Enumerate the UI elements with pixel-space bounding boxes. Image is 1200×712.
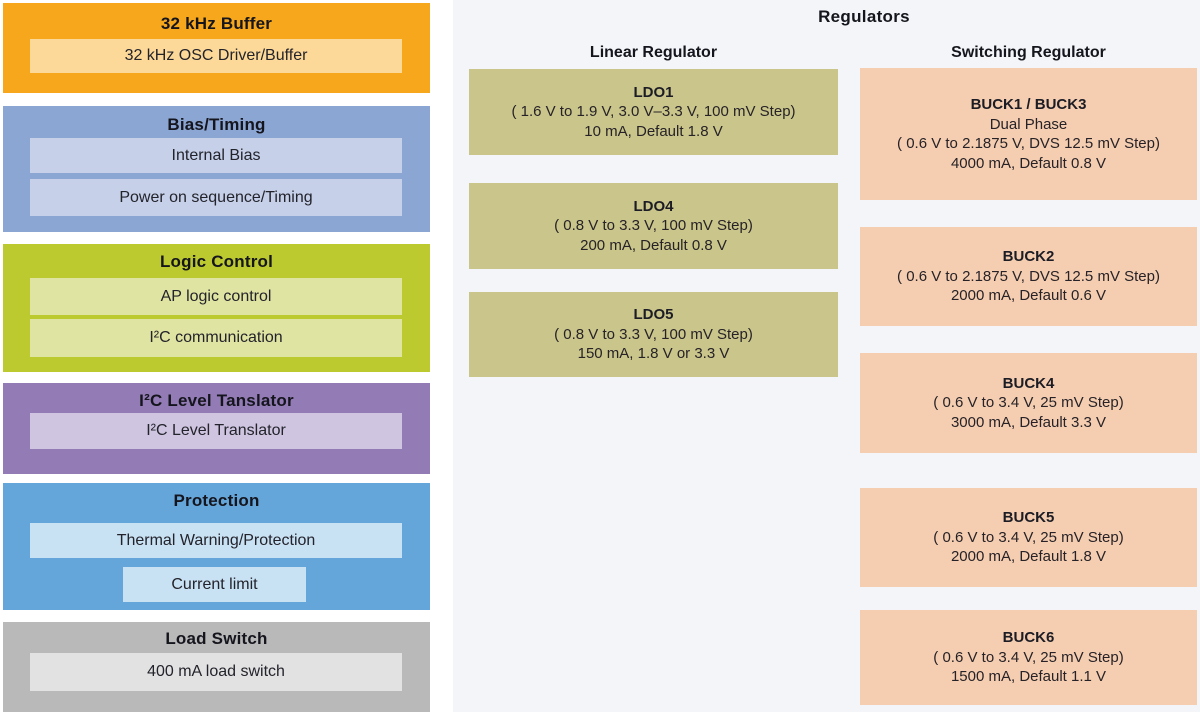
regulator-spec-line: ( 0.6 V to 3.4 V, 25 mV Step) bbox=[933, 648, 1124, 666]
block-title: Load Switch bbox=[165, 629, 268, 648]
regulator-spec-line: 200 mA, Default 0.8 V bbox=[580, 236, 727, 254]
regulator-spec-line: 3000 mA, Default 3.3 V bbox=[950, 413, 1107, 431]
regulator-spec-line: Dual Phase bbox=[989, 115, 1068, 133]
block-item: 400 mA load switch bbox=[30, 653, 402, 691]
regulator-name: LDO4 bbox=[633, 197, 674, 215]
block-load-switch: Load Switch 400 mA load switch bbox=[3, 622, 430, 712]
block-item: I²C Level Translator bbox=[30, 413, 402, 449]
regulator-block-ldo5: LDO5 ( 0.8 V to 3.3 V, 100 mV Step) 150 … bbox=[469, 292, 838, 377]
linear-regulator-header: Linear Regulator bbox=[589, 44, 718, 61]
block-title: Protection bbox=[173, 491, 260, 510]
block-title: I²C Level Tanslator bbox=[139, 391, 294, 410]
block-item: I²C communication bbox=[30, 319, 402, 357]
regulator-spec-line: 2000 mA, Default 1.8 V bbox=[950, 548, 1107, 566]
regulators-title: Regulators bbox=[818, 7, 910, 26]
regulator-name: BUCK6 bbox=[1002, 629, 1055, 647]
block-item: Power on sequence/Timing bbox=[30, 179, 402, 216]
regulator-block-buck6: BUCK6 ( 0.6 V to 3.4 V, 25 mV Step) 1500… bbox=[860, 610, 1197, 705]
block-bias-timing: Bias/Timing Internal Bias Power on seque… bbox=[3, 106, 430, 232]
block-i2c-level-translator: I²C Level Tanslator I²C Level Translator bbox=[3, 383, 430, 474]
block-protection: Protection Thermal Warning/Protection Cu… bbox=[3, 483, 430, 610]
regulator-spec-line: ( 0.6 V to 2.1875 V, DVS 12.5 mV Step) bbox=[897, 267, 1160, 285]
block-title: 32 kHz Buffer bbox=[160, 14, 273, 33]
regulator-name: LDO1 bbox=[633, 83, 674, 101]
regulator-name: BUCK4 bbox=[1002, 374, 1055, 392]
block-item: 32 kHz OSC Driver/Buffer bbox=[30, 39, 402, 73]
regulator-spec-line: 2000 mA, Default 0.6 V bbox=[950, 287, 1107, 305]
regulator-spec-line: 4000 mA, Default 0.8 V bbox=[950, 154, 1107, 172]
regulator-block-buck4: BUCK4 ( 0.6 V to 3.4 V, 25 mV Step) 3000… bbox=[860, 353, 1197, 453]
regulator-spec-line: 10 mA, Default 1.8 V bbox=[584, 122, 723, 140]
regulator-name: BUCK5 bbox=[1002, 509, 1055, 527]
regulator-name: BUCK2 bbox=[1002, 248, 1055, 266]
block-item: Thermal Warning/Protection bbox=[30, 523, 402, 558]
regulator-spec-line: ( 0.6 V to 2.1875 V, DVS 12.5 mV Step) bbox=[897, 135, 1160, 152]
regulator-name: BUCK1 / BUCK3 bbox=[970, 96, 1087, 113]
block-32khz-buffer: 32 kHz Buffer 32 kHz OSC Driver/Buffer bbox=[3, 3, 430, 93]
block-title: Logic Control bbox=[159, 252, 274, 271]
regulator-block-buck5: BUCK5 ( 0.6 V to 3.4 V, 25 mV Step) 2000… bbox=[860, 488, 1197, 587]
block-item: Current limit bbox=[123, 567, 306, 602]
regulator-block-ldo4: LDO4 ( 0.8 V to 3.3 V, 100 mV Step) 200 … bbox=[469, 183, 838, 269]
block-logic-control: Logic Control AP logic control I²C commu… bbox=[3, 244, 430, 372]
block-item: Internal Bias bbox=[30, 138, 402, 173]
regulator-spec-line: ( 0.6 V to 3.4 V, 25 mV Step) bbox=[933, 394, 1124, 412]
switching-regulator-header: Switching Regulator bbox=[951, 44, 1106, 61]
regulator-spec-line: ( 1.6 V to 1.9 V, 3.0 V–3.3 V, 100 mV St… bbox=[511, 103, 796, 121]
regulator-block-buck2: BUCK2 ( 0.6 V to 2.1875 V, DVS 12.5 mV S… bbox=[860, 227, 1197, 326]
block-item: AP logic control bbox=[30, 278, 402, 315]
regulator-spec-line: ( 0.8 V to 3.3 V, 100 mV Step) bbox=[554, 325, 753, 343]
regulator-name: LDO5 bbox=[633, 306, 674, 324]
regulator-spec-line: 150 mA, 1.8 V or 3.3 V bbox=[577, 345, 730, 363]
regulator-spec-line: 1500 mA, Default 1.1 V bbox=[950, 668, 1107, 686]
regulator-spec-line: ( 0.8 V to 3.3 V, 100 mV Step) bbox=[554, 217, 753, 235]
regulator-spec-line: ( 0.6 V to 3.4 V, 25 mV Step) bbox=[933, 528, 1124, 546]
block-title: Bias/Timing bbox=[167, 115, 266, 134]
regulator-block-buck1-buck3: BUCK1 / BUCK3 Dual Phase ( 0.6 V to 2.18… bbox=[860, 68, 1197, 200]
regulator-block-ldo1: LDO1 ( 1.6 V to 1.9 V, 3.0 V–3.3 V, 100 … bbox=[469, 69, 838, 155]
